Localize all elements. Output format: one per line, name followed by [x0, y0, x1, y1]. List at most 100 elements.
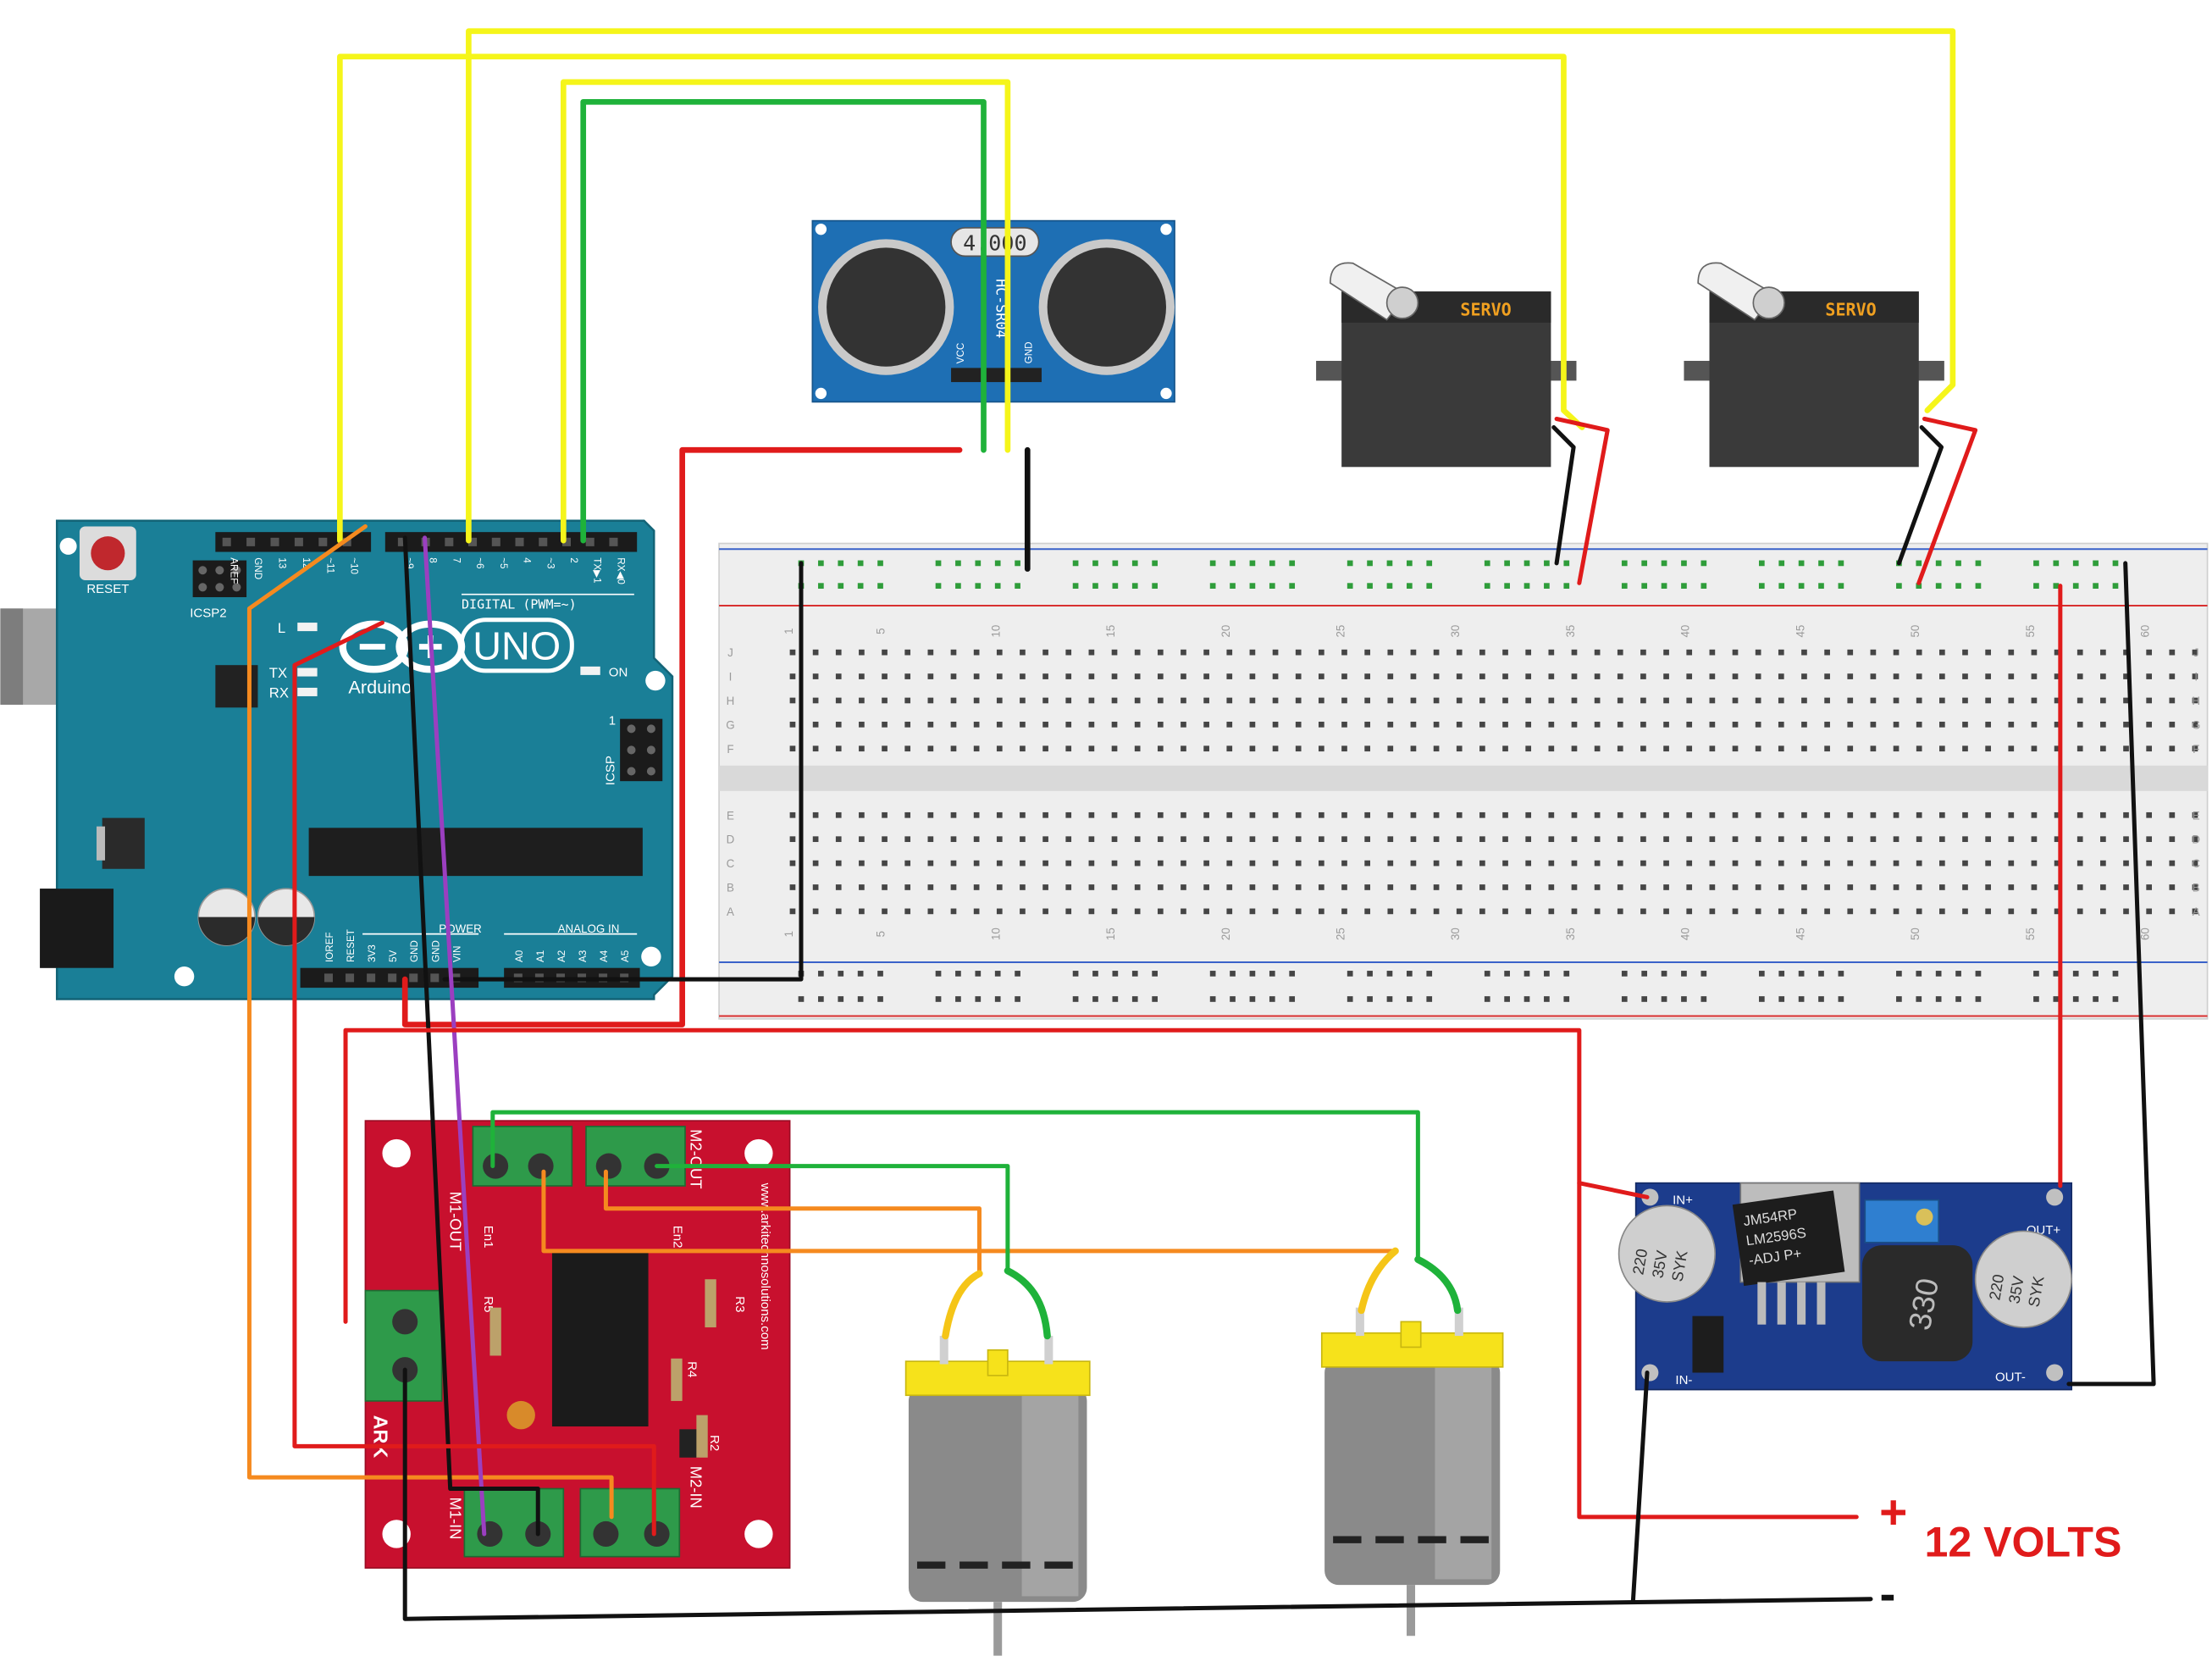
breadboard-hole[interactable]	[1755, 860, 1761, 867]
breadboard-hole[interactable]	[1020, 673, 1026, 679]
breadboard-hole[interactable]	[1319, 908, 1324, 915]
breadboard-rail-hole[interactable]	[1015, 560, 1020, 567]
breadboard-hole[interactable]	[1410, 811, 1417, 818]
breadboard-hole[interactable]	[1502, 811, 1508, 818]
breadboard-rail-hole[interactable]	[1209, 971, 1216, 977]
breadboard-hole[interactable]	[2008, 884, 2015, 890]
breadboard-hole[interactable]	[1203, 884, 1209, 890]
breadboard-rail-hole[interactable]	[1484, 560, 1490, 567]
breadboard-hole[interactable]	[973, 884, 980, 890]
breadboard-hole[interactable]	[1732, 836, 1739, 843]
breadboard-hole[interactable]	[1042, 884, 1048, 890]
breadboard-hole[interactable]	[1755, 884, 1761, 890]
breadboard-hole[interactable]	[789, 860, 796, 867]
breadboard-hole[interactable]	[1709, 811, 1716, 818]
breadboard-rail-hole[interactable]	[1778, 583, 1785, 589]
breadboard-hole[interactable]	[1203, 697, 1209, 704]
breadboard-hole[interactable]	[1847, 908, 1854, 915]
breadboard-rail-hole[interactable]	[1504, 971, 1510, 977]
breadboard-hole[interactable]	[1479, 836, 1485, 843]
breadboard-hole[interactable]	[973, 908, 980, 915]
breadboard-hole[interactable]	[1319, 836, 1324, 843]
breadboard-hole[interactable]	[1479, 884, 1485, 890]
breadboard-hole[interactable]	[2008, 908, 2015, 915]
breadboard-hole[interactable]	[1893, 811, 1900, 818]
breadboard-hole[interactable]	[2100, 836, 2106, 843]
breadboard-hole[interactable]	[789, 811, 796, 818]
breadboard-hole[interactable]	[1065, 745, 1072, 752]
breadboard-hole[interactable]	[1686, 811, 1693, 818]
breadboard-hole[interactable]	[2077, 722, 2083, 728]
breadboard-hole[interactable]	[2169, 860, 2176, 867]
breadboard-rail-hole[interactable]	[1758, 560, 1765, 567]
breadboard-rail-hole[interactable]	[1131, 996, 1138, 1002]
breadboard-hole[interactable]	[1962, 673, 1968, 679]
breadboard-hole[interactable]	[1249, 673, 1256, 679]
header-pin[interactable]	[609, 537, 618, 546]
breadboard-hole[interactable]	[2077, 745, 2083, 752]
breadboard-rail-hole[interactable]	[857, 560, 864, 567]
breadboard-hole[interactable]	[1640, 811, 1646, 818]
breadboard-rail-hole[interactable]	[1015, 583, 1020, 589]
breadboard-hole[interactable]	[1272, 884, 1279, 890]
breadboard-hole[interactable]	[1249, 860, 1256, 867]
breadboard-hole[interactable]	[904, 836, 911, 843]
breadboard-hole[interactable]	[1203, 908, 1209, 915]
breadboard-rail-hole[interactable]	[1386, 996, 1393, 1002]
breadboard-hole[interactable]	[835, 836, 842, 843]
breadboard-hole[interactable]	[1134, 673, 1141, 679]
breadboard-hole[interactable]	[1319, 649, 1324, 656]
breadboard-hole[interactable]	[1479, 860, 1485, 867]
breadboard-hole[interactable]	[882, 836, 888, 843]
breadboard-hole[interactable]	[927, 884, 934, 890]
breadboard-hole[interactable]	[1571, 860, 1578, 867]
breadboard-rail-hole[interactable]	[1407, 971, 1413, 977]
breadboard-hole[interactable]	[2146, 836, 2153, 843]
breadboard-hole[interactable]	[859, 697, 865, 704]
breadboard-hole[interactable]	[1249, 745, 1256, 752]
breadboard-hole[interactable]	[1387, 811, 1394, 818]
breadboard-hole[interactable]	[882, 722, 888, 728]
breadboard-hole[interactable]	[1272, 836, 1279, 843]
breadboard-hole[interactable]	[1226, 722, 1233, 728]
breadboard-rail-hole[interactable]	[1935, 560, 1942, 567]
header-pin[interactable]	[270, 537, 279, 546]
breadboard-hole[interactable]	[2008, 697, 2015, 704]
breadboard-hole[interactable]	[1594, 908, 1601, 915]
breadboard-hole[interactable]	[812, 673, 819, 679]
breadboard-hole[interactable]	[2192, 697, 2198, 704]
breadboard-hole[interactable]	[882, 884, 888, 890]
breadboard-hole[interactable]	[1663, 860, 1669, 867]
breadboard-rail-hole[interactable]	[1289, 971, 1296, 977]
breadboard-hole[interactable]	[789, 836, 796, 843]
breadboard-hole[interactable]	[927, 673, 934, 679]
breadboard-hole[interactable]	[1387, 908, 1394, 915]
breadboard-hole[interactable]	[2169, 745, 2176, 752]
header-pin[interactable]	[468, 537, 478, 546]
breadboard-rail-hole[interactable]	[1681, 971, 1687, 977]
breadboard-rail-hole[interactable]	[1504, 996, 1510, 1002]
breadboard-hole[interactable]	[1203, 811, 1209, 818]
breadboard-rail-hole[interactable]	[1916, 996, 1922, 1002]
breadboard-hole[interactable]	[1732, 697, 1739, 704]
breadboard-hole[interactable]	[1020, 697, 1026, 704]
breadboard-rail-hole[interactable]	[975, 971, 982, 977]
header-pin[interactable]	[318, 537, 328, 546]
breadboard-hole[interactable]	[882, 860, 888, 867]
breadboard-hole[interactable]	[2192, 908, 2198, 915]
breadboard-hole[interactable]	[1134, 722, 1141, 728]
breadboard-hole[interactable]	[1939, 908, 1945, 915]
breadboard-hole[interactable]	[973, 697, 980, 704]
breadboard-hole[interactable]	[1433, 860, 1440, 867]
breadboard-hole[interactable]	[1111, 697, 1118, 704]
breadboard-rail-hole[interactable]	[955, 560, 961, 567]
breadboard-hole[interactable]	[1134, 860, 1141, 867]
breadboard-rail-hole[interactable]	[1072, 996, 1079, 1002]
breadboard-hole[interactable]	[1295, 884, 1302, 890]
breadboard-hole[interactable]	[1479, 673, 1485, 679]
breadboard-hole[interactable]	[973, 722, 980, 728]
breadboard-hole[interactable]	[1181, 697, 1186, 704]
breadboard-hole[interactable]	[1525, 811, 1532, 818]
breadboard-rail-hole[interactable]	[2093, 996, 2099, 1002]
breadboard-hole[interactable]	[1663, 836, 1669, 843]
